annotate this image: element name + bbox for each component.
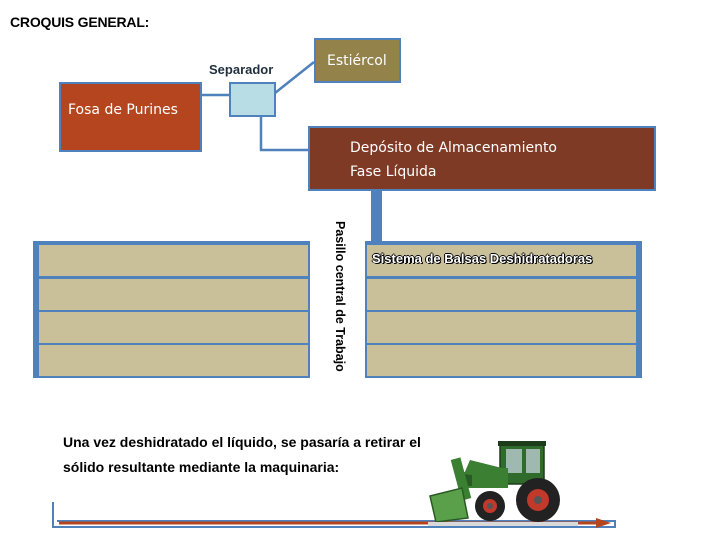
fosa-label: Fosa de Purines	[68, 102, 178, 118]
fosa-de-purines-node: Fosa de Purines	[59, 82, 202, 152]
separador-node	[229, 82, 276, 117]
estiercol-label: Estiércol	[327, 53, 387, 69]
pasillo-central: Pasillo central de Trabajo	[333, 221, 347, 401]
deposito-label-line2: Fase Líquida	[350, 164, 437, 180]
separador-to-deposito-line	[259, 117, 308, 152]
balsa-row	[367, 245, 636, 276]
deposito-label-line1: Depósito de Almacenamiento	[350, 140, 557, 156]
balsa-row	[367, 312, 636, 343]
balsa-row	[39, 245, 308, 276]
separador-to-estiercol-line	[274, 61, 315, 94]
estiercol-node: Estiércol	[314, 38, 401, 83]
sistema-balsas-label: Sistema de Balsas Deshidratadoras	[372, 251, 593, 266]
tractor-icon	[428, 441, 578, 526]
balsa-row	[39, 345, 308, 376]
balsas-left-group	[33, 241, 310, 378]
deposito-to-balsas-pipe	[371, 190, 382, 244]
balsa-row	[39, 279, 308, 310]
pasillo-label: Pasillo central de Trabajo	[333, 221, 347, 372]
diagram-title: CROQUIS GENERAL:	[10, 14, 150, 30]
balsas-right-group	[365, 241, 642, 378]
separador-label: Separador	[209, 62, 274, 77]
balsa-row	[367, 345, 636, 376]
deposito-almacenamiento-node: Depósito de Almacenamiento Fase Líquida	[308, 126, 656, 191]
balsa-row	[39, 312, 308, 343]
note-text: Una vez deshidratado el líquido, se pasa…	[63, 434, 421, 475]
balsa-row	[367, 279, 636, 310]
